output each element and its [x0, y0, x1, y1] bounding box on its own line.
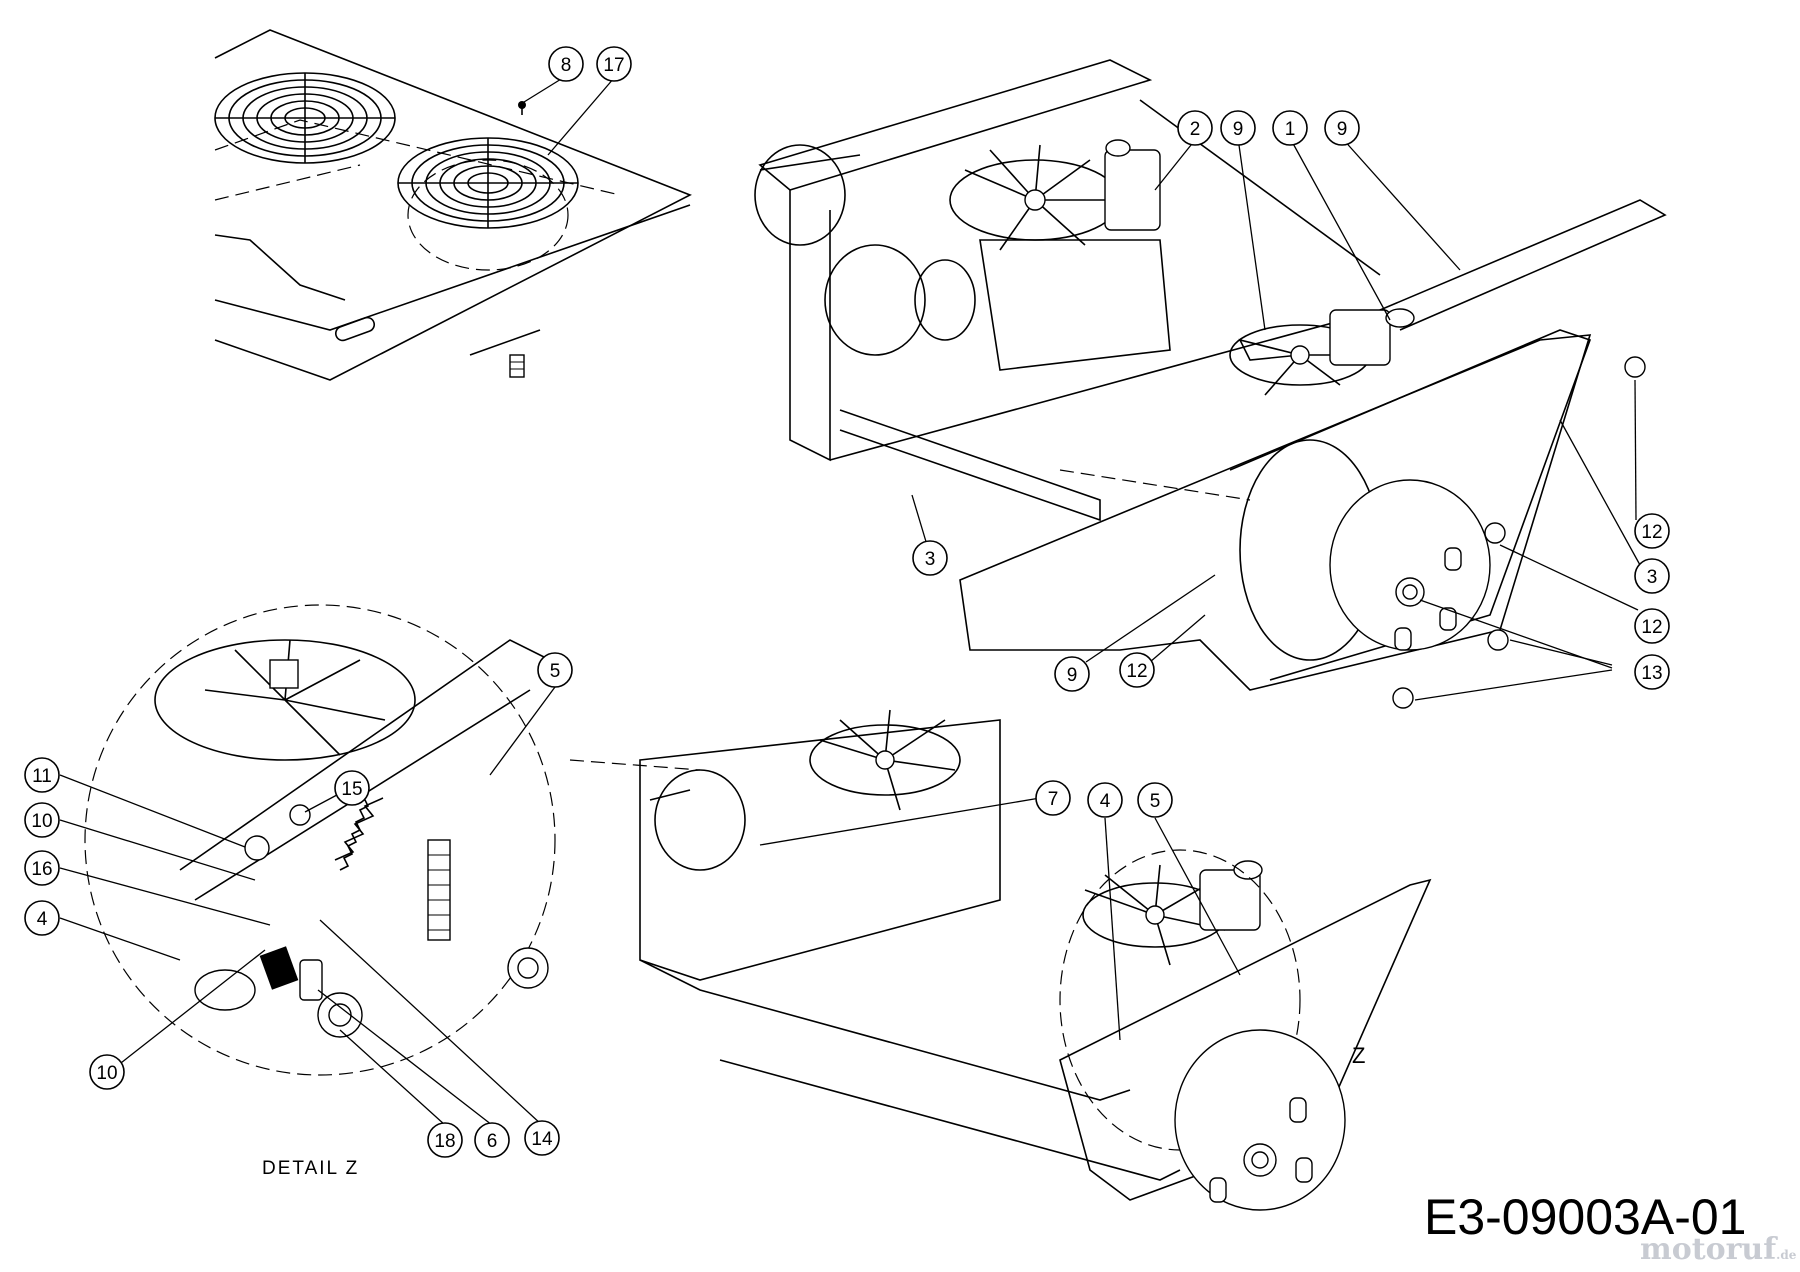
svg-text:1: 1	[1285, 119, 1296, 140]
callout-8: 8	[548, 46, 584, 82]
motor-drum-left	[754, 144, 861, 246]
svg-text:4: 4	[37, 909, 48, 930]
svg-text:5: 5	[550, 661, 561, 682]
callout-7: 7	[1035, 780, 1071, 816]
callout-16: 16	[24, 850, 60, 886]
detail-z-label: DETAIL Z	[262, 1158, 360, 1179]
hydro-transaxle-left	[824, 139, 1171, 371]
callout-12-mid: 12	[1634, 608, 1670, 644]
detail-linkage	[194, 946, 323, 1011]
callout-4-assembled: 4	[1087, 782, 1123, 818]
main-frame-assembly	[754, 59, 1667, 709]
callout-15: 15	[334, 770, 370, 806]
svg-text:3: 3	[1647, 567, 1658, 588]
spring-small	[509, 354, 525, 378]
right-side-plate	[1229, 329, 1592, 681]
svg-text:7: 7	[1048, 789, 1059, 810]
svg-text:5: 5	[1150, 791, 1161, 812]
callout-3-right: 3	[1634, 558, 1670, 594]
diagram-reference-code: E3-09003A-01	[1424, 1189, 1747, 1245]
fan-assembled	[809, 709, 961, 811]
svg-text:12: 12	[1641, 617, 1662, 638]
svg-text:4: 4	[1100, 791, 1111, 812]
spring-detail-vertical	[427, 839, 451, 941]
callout-13: 13	[1634, 654, 1670, 690]
callout-17: 17	[596, 46, 632, 82]
svg-text:9: 9	[1233, 119, 1244, 140]
callout-9-top: 9	[1220, 110, 1256, 146]
watermark-tld: .de	[1776, 1248, 1797, 1262]
callout-1: 1	[1272, 110, 1308, 146]
hub-assembled	[1174, 1029, 1346, 1211]
svg-text:18: 18	[434, 1131, 455, 1152]
callout-6: 6	[474, 1122, 510, 1158]
callout-9-bottom: 9	[1054, 656, 1090, 692]
callout-12-bottom: 12	[1119, 652, 1155, 688]
watermark-logo: motoruf.de	[1640, 1232, 1796, 1267]
svg-text:10: 10	[96, 1063, 117, 1084]
svg-text:3: 3	[925, 549, 936, 570]
callout-5-assembled: 5	[1137, 782, 1173, 818]
svg-text:11: 11	[32, 766, 52, 787]
callout-5-detail: 5	[537, 652, 573, 688]
svg-text:6: 6	[487, 1131, 498, 1152]
spring-detail-upper	[334, 797, 384, 871]
callout-2: 2	[1177, 110, 1213, 146]
leader-lines	[59, 75, 1641, 1126]
svg-text:9: 9	[1067, 665, 1078, 686]
svg-text:16: 16	[31, 859, 52, 880]
callout-4-detail: 4	[24, 900, 60, 936]
fan-center	[1229, 308, 1415, 396]
callout-9-top-right: 9	[1324, 110, 1360, 146]
svg-text:17: 17	[603, 55, 624, 76]
callout-11: 11	[24, 757, 60, 793]
callout-12-top: 12	[1634, 513, 1670, 549]
view-marker-z: Z	[1352, 1043, 1365, 1068]
callout-10-upper: 10	[24, 802, 60, 838]
detail-z-view	[84, 604, 556, 1076]
svg-text:8: 8	[561, 55, 572, 76]
callout-18: 18	[427, 1122, 463, 1158]
callout-14: 14	[524, 1120, 560, 1156]
svg-text:9: 9	[1337, 119, 1348, 140]
callout-10-lower: 10	[89, 1054, 125, 1090]
fan-assembled-right	[1082, 860, 1263, 966]
svg-text:15: 15	[341, 779, 362, 800]
svg-text:10: 10	[31, 811, 52, 832]
svg-text:12: 12	[1126, 661, 1147, 682]
assembled-view	[569, 709, 1432, 1211]
screw-8	[518, 101, 526, 115]
svg-text:2: 2	[1190, 119, 1201, 140]
motor-drum-assembled	[649, 769, 746, 871]
fan-upper-left	[949, 144, 1121, 251]
detail-hex-nuts	[244, 804, 549, 1038]
hex-nuts-right	[1392, 356, 1646, 709]
svg-text:14: 14	[531, 1129, 553, 1150]
svg-text:13: 13	[1641, 663, 1662, 684]
grille-cover-assembly	[214, 29, 692, 381]
svg-text:12: 12	[1641, 522, 1662, 543]
watermark-text: motoruf	[1640, 1232, 1777, 1267]
right-fan-grille	[397, 137, 579, 271]
callout-3-left: 3	[912, 540, 948, 576]
left-fan-grille	[214, 72, 396, 164]
